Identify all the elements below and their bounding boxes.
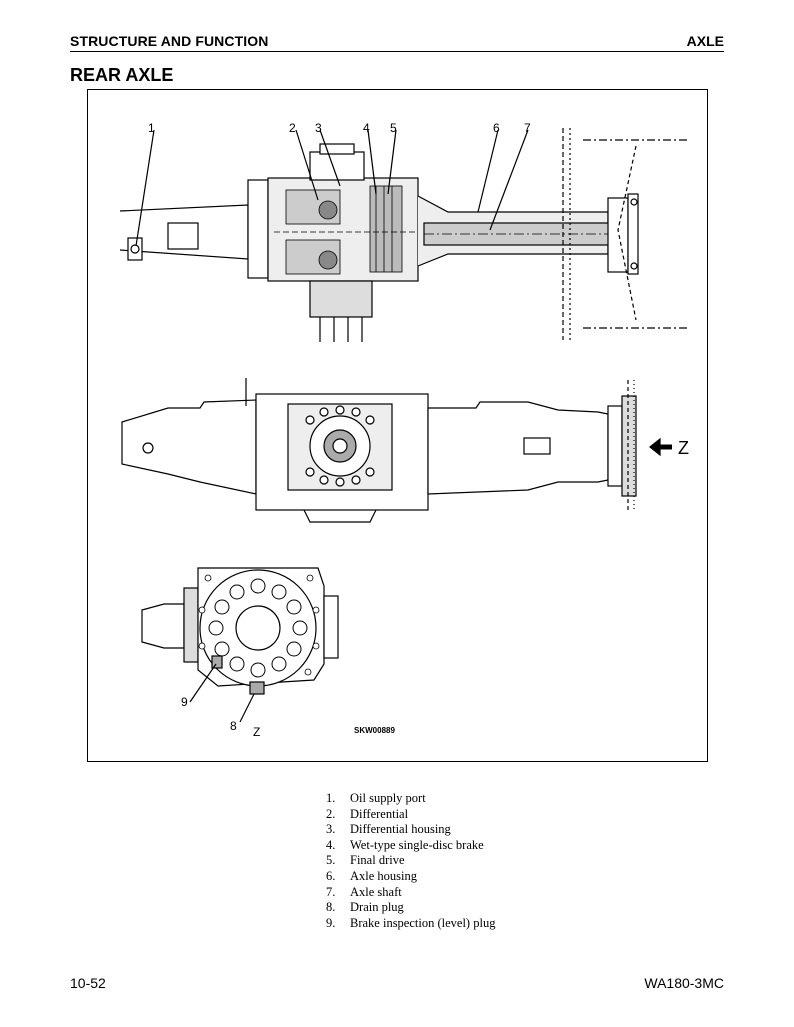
arrow-label-z: Z (678, 438, 689, 458)
legend-item: 7.Axle shaft (326, 884, 402, 899)
axle-figure: 1 2 3 4 5 6 7 9 8 Z Z SKW00889 (87, 89, 708, 762)
legend-item: 8.Drain plug (326, 900, 404, 915)
legend-item: 3.Differential housing (326, 822, 451, 837)
callout-5: 5 (390, 121, 397, 135)
page-number: 10-52 (70, 975, 106, 991)
parts-legend: 1.Oil supply port 2.Differential 3.Diffe… (326, 791, 495, 931)
callout-6: 6 (493, 121, 500, 135)
legend-item: 5.Final drive (326, 853, 405, 868)
model-code: WA180-3MC (644, 975, 724, 991)
figure-code: SKW00889 (354, 726, 395, 735)
end-view (141, 567, 339, 723)
callout-1: 1 (148, 121, 155, 135)
view-label-z: Z (253, 725, 260, 739)
callout-2: 2 (289, 121, 296, 135)
legend-item: 4.Wet-type single-disc brake (326, 837, 484, 852)
legend-item: 1.Oil supply port (326, 791, 426, 805)
callout-3: 3 (315, 121, 322, 135)
topic-title: AXLE (686, 33, 724, 49)
callout-4: 4 (363, 121, 370, 135)
callout-8: 8 (230, 719, 237, 733)
legend-item: 2.Differential (326, 806, 409, 821)
page-title: REAR AXLE (70, 65, 174, 85)
callout-9: 9 (181, 695, 188, 709)
external-view (121, 378, 672, 523)
page-header: STRUCTURE AND FUNCTION AXLE (70, 31, 724, 52)
axle-drawing: 1 2 3 4 5 6 7 9 8 Z Z SKW00889 (119, 121, 689, 739)
legend-item: 6.Axle housing (326, 868, 418, 883)
callout-7: 7 (524, 121, 531, 135)
section-title: STRUCTURE AND FUNCTION (70, 33, 269, 49)
legend-item: 9.Brake inspection (level) plug (326, 915, 496, 930)
sectional-view (119, 128, 688, 342)
